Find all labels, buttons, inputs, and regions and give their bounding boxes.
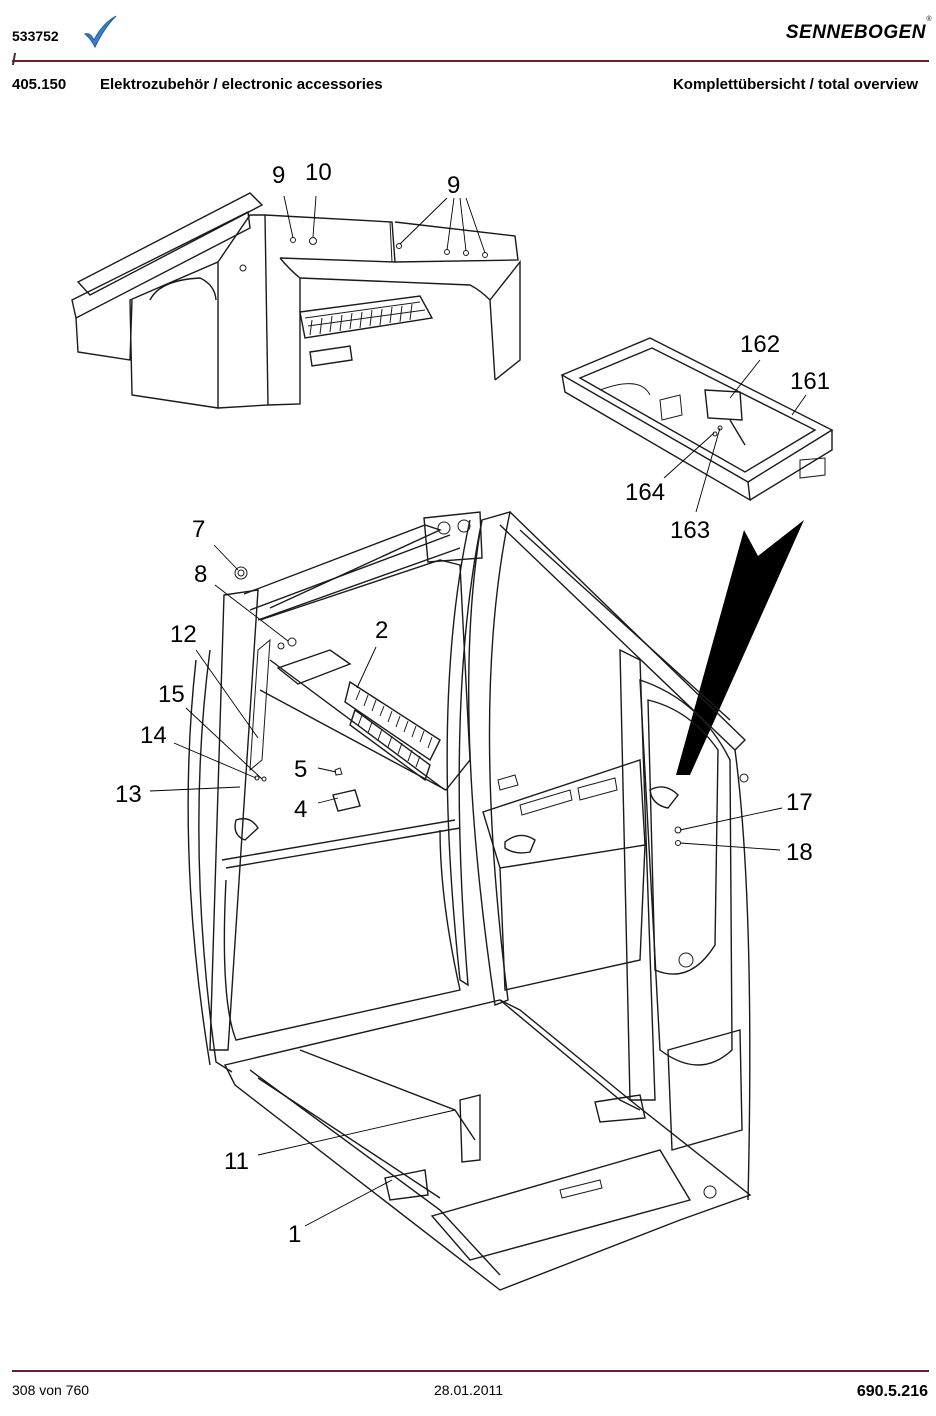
callout-7: 7 [192,516,205,543]
document-id: 533752 [12,28,59,44]
callout-5: 5 [294,756,307,783]
callout-17: 17 [786,789,813,816]
callout-163: 163 [670,517,710,544]
callout-11: 11 [224,1148,249,1175]
callout-8: 8 [194,561,207,588]
document-number: 690.5.216 [856,1383,928,1400]
overview-label: Komplettübersicht / total overview [672,76,918,93]
callout-1: 1 [288,1221,301,1248]
callout-10: 10 [305,159,332,186]
callout-4: 4 [294,796,307,823]
callout-labels: 9 10 9 162 161 164 163 7 8 12 2 15 14 5 … [115,159,830,1248]
header-rule [12,60,929,62]
page-count: 308 von 760 [12,1382,90,1398]
callout-2: 2 [375,617,388,644]
group-number: 405.150 [12,76,67,93]
callout-9a: 9 [272,162,285,189]
callout-15: 15 [158,681,185,708]
callout-13: 13 [115,781,142,808]
callout-9b: 9 [447,172,460,199]
footer-rule [12,1370,929,1372]
brand-logo-text: SENNEBOGEN [785,22,926,43]
header-divider-mark [11,53,17,65]
callout-14: 14 [140,722,167,749]
roof-assembly [71,192,521,409]
document-date: 28.01.2011 [434,1382,504,1398]
callout-12: 12 [170,621,197,648]
cab-frame [187,511,752,1291]
exploded-parts-drawing: 9 10 9 162 161 164 163 7 8 12 2 15 14 5 … [71,159,834,1291]
leader-lines [149,195,807,1227]
callout-162: 162 [740,331,780,358]
checkmark-icon [84,15,117,49]
callout-18: 18 [786,839,813,866]
callout-161: 161 [790,368,830,395]
sennebogen-logo: SENNEBOGEN® [785,16,932,43]
callout-164: 164 [625,479,665,506]
tray-assembly [560,337,834,502]
group-title: Elektrozubehör / electronic accessories [100,76,383,93]
detail-arrow [676,520,804,775]
